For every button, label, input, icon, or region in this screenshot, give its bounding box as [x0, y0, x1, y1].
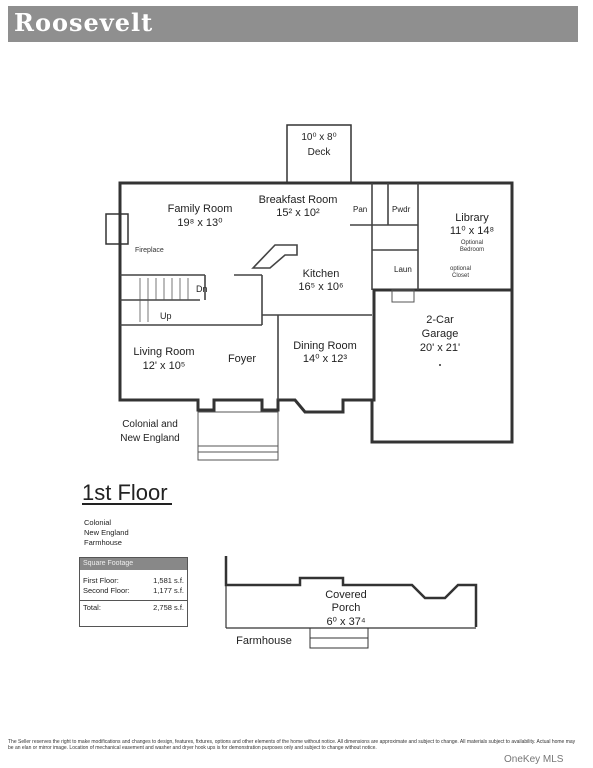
garage-outline [370, 288, 514, 444]
porch-label-2: Porch [332, 602, 361, 614]
pantry-label: Pan [353, 205, 367, 214]
interior-walls [120, 183, 419, 400]
total-value: 2,758 s.f. [153, 603, 184, 612]
total-label: Total: [83, 603, 101, 612]
table-divider [80, 600, 187, 601]
library-note-optional: Optional [461, 240, 483, 246]
stairs-down-label: Dn [196, 284, 208, 294]
dining-room-label: Dining Room [293, 340, 357, 352]
living-room-label: Living Room [133, 346, 194, 358]
library-dim: 11⁰ x 14⁸ [450, 225, 494, 237]
table-total-row: Total: 2,758 s.f. [80, 603, 187, 613]
plan-name: Roosevelt [14, 8, 154, 37]
breakfast-room-label: Breakfast Room [259, 194, 338, 206]
optional-closet-label-2: Closet [452, 273, 469, 279]
disclaimer-text: The Seller reserves the right to make mo… [8, 739, 576, 751]
deck-label: Deck [308, 147, 332, 158]
square-footage-table: Square Footage First Floor: 1,581 s.f. S… [79, 557, 188, 627]
table-row: First Floor: 1,581 s.f. [80, 576, 187, 586]
elevation-label-2: New England [120, 433, 179, 444]
powder-room-label: Pwdr [392, 205, 411, 214]
porch-plan [224, 556, 478, 649]
front-steps [197, 411, 279, 461]
porch-caption: Farmhouse [236, 635, 292, 647]
style-list: Colonial New England Farmhouse [84, 518, 129, 548]
breakfast-room-dim: 15² x 10² [276, 207, 320, 219]
porch-dim: 6⁰ x 37⁴ [326, 616, 365, 628]
laundry-label: Laun [394, 265, 412, 274]
garage-label-2: Garage [422, 328, 459, 340]
dining-room-dim: 14⁰ x 12³ [303, 353, 347, 365]
row-label: Second Floor: [83, 586, 130, 595]
library-label: Library [455, 212, 489, 224]
foyer-label: Foyer [228, 353, 256, 365]
style-item: Colonial [84, 518, 112, 527]
mls-watermark: OneKey MLS [504, 754, 564, 765]
garage-dim: 20' x 21' [420, 342, 460, 354]
house-outline [118, 181, 514, 414]
stairs [139, 278, 189, 322]
garage-drain [439, 364, 441, 366]
style-item: Farmhouse [84, 538, 122, 547]
row-value: 1,581 s.f. [153, 576, 184, 585]
fireplace-label: Fireplace [135, 247, 164, 254]
floor-title-underline [82, 503, 172, 505]
optional-closet-label-1: optional [450, 266, 471, 272]
table-row: Second Floor: 1,177 s.f. [80, 586, 187, 596]
style-item: New England [84, 528, 129, 537]
row-value: 1,177 s.f. [153, 586, 184, 595]
porch-label-1: Covered [325, 589, 367, 601]
exterior-walls [118, 124, 514, 444]
living-room-dim: 12' x 10⁵ [143, 360, 186, 372]
garage-step [391, 289, 415, 303]
stairs-up-label: Up [160, 311, 172, 321]
garage-label-1: 2-Car [426, 314, 454, 326]
row-label: First Floor: [83, 576, 119, 585]
deck-dim: 10⁰ x 8⁰ [301, 132, 336, 143]
family-room-dim: 19⁸ x 13⁰ [177, 217, 223, 229]
library-note-bedroom: Bedroom [460, 247, 484, 253]
floor-title: 1st Floor [82, 480, 168, 505]
kitchen-label: Kitchen [303, 268, 340, 280]
fireplace-symbol [105, 213, 129, 245]
kitchen-dim: 16⁵ x 10⁶ [298, 281, 343, 293]
elevation-label-1: Colonial and [122, 419, 178, 430]
square-footage-header: Square Footage [80, 558, 187, 570]
family-room-label: Family Room [168, 203, 233, 215]
title-banner: Roosevelt [8, 6, 578, 42]
